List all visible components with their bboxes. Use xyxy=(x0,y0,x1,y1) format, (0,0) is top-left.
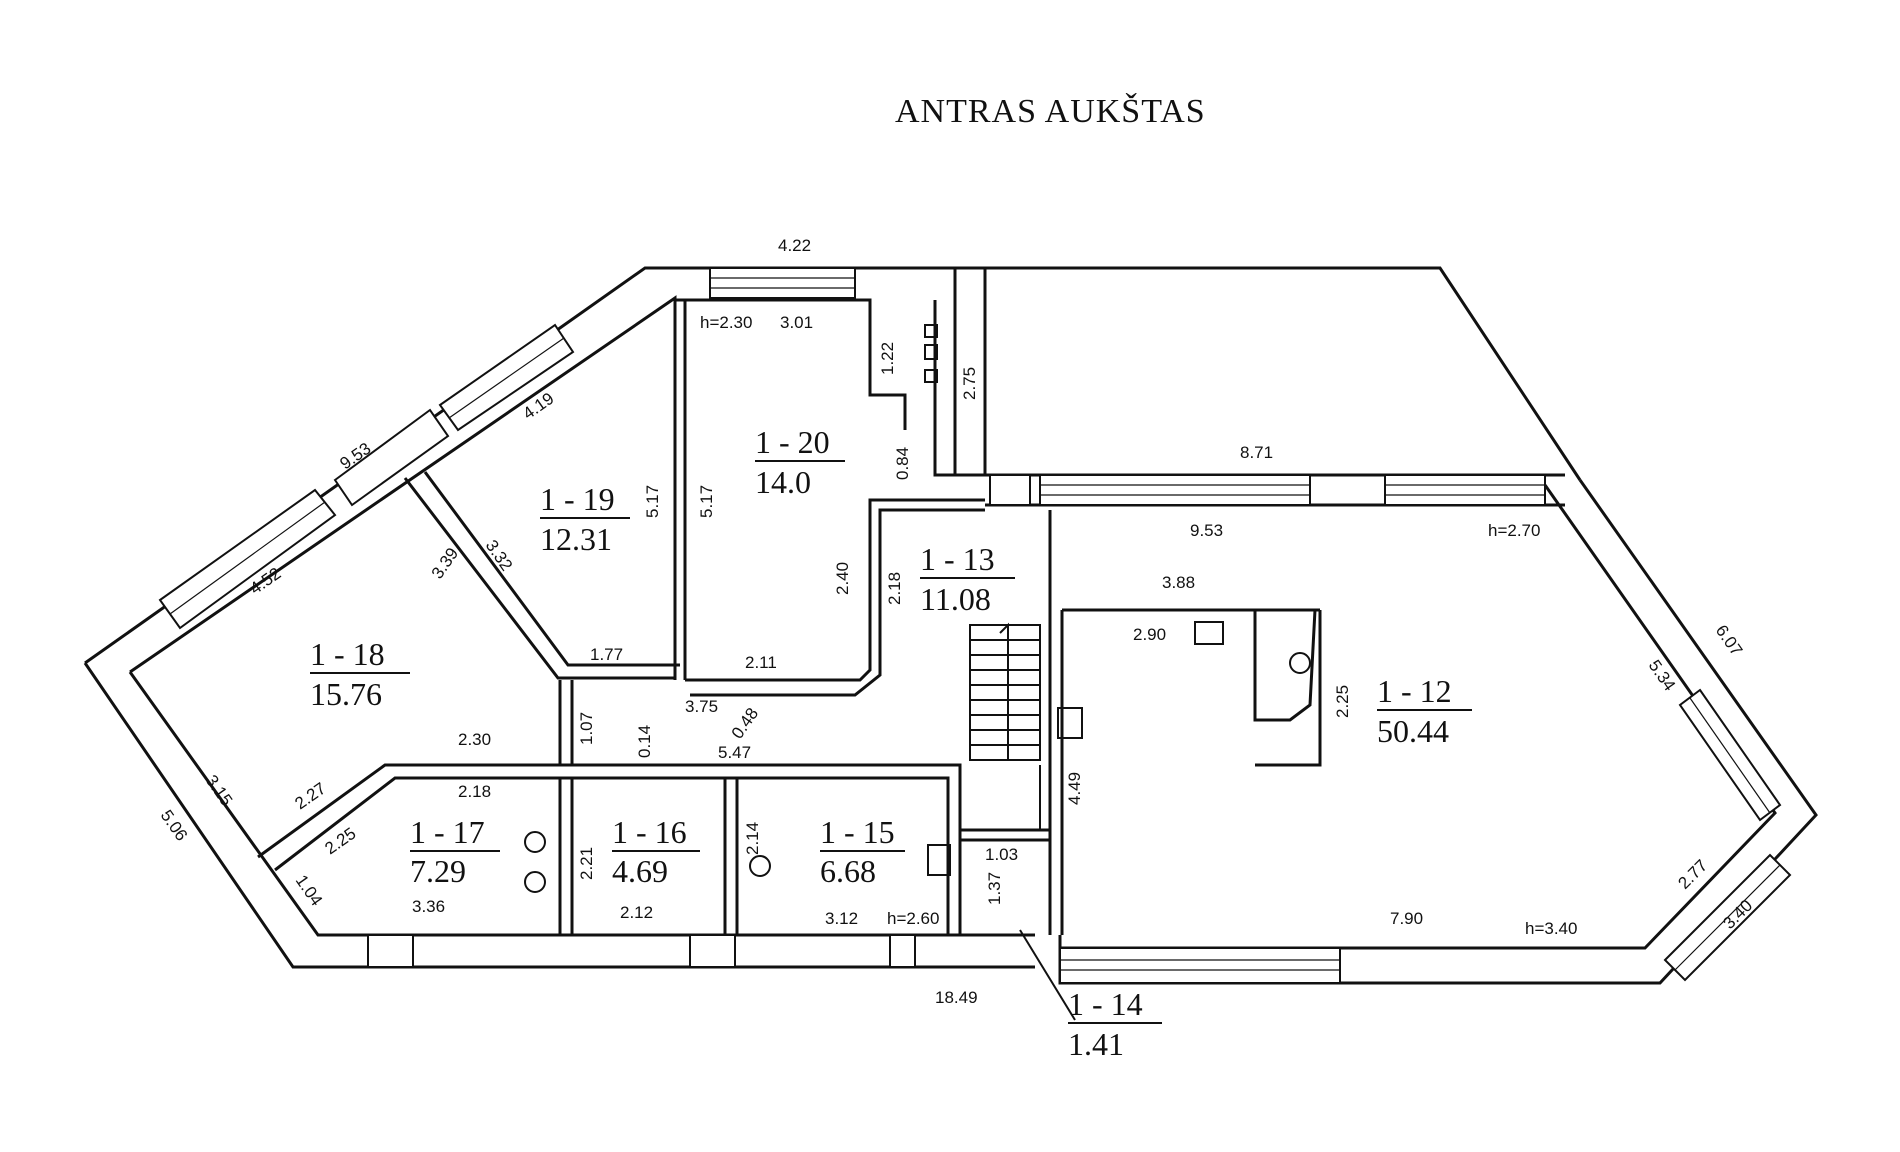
room-area: 4.69 xyxy=(612,853,668,889)
dimension-label: 18.49 xyxy=(935,988,978,1007)
dimension-label: 2.14 xyxy=(743,822,762,855)
dimension-label: 3.01 xyxy=(780,313,813,332)
dimension-labels: 4.22 h=2.30 3.01 1.22 2.75 8.71 9.53 4.1… xyxy=(157,236,1757,1007)
diagonal-windows xyxy=(158,323,1792,982)
dimension-label: 5.17 xyxy=(697,485,716,518)
room-area: 50.44 xyxy=(1377,713,1449,749)
room-id: 1 - 16 xyxy=(612,814,687,850)
dimension-label: 1.77 xyxy=(590,645,623,664)
windows xyxy=(367,267,1546,984)
dimension-label: 0.84 xyxy=(893,447,912,480)
dimension-label: 2.18 xyxy=(885,572,904,605)
dimension-label: 2.11 xyxy=(745,653,777,672)
dimension-label: 0.14 xyxy=(635,725,654,758)
room-area: 7.29 xyxy=(410,853,466,889)
dimension-label: 2.25 xyxy=(1333,685,1352,718)
dimension-label: 3.39 xyxy=(428,544,463,582)
room-id: 1 - 17 xyxy=(410,814,485,850)
dimension-label: 2.21 xyxy=(577,847,596,880)
room-id: 1 - 13 xyxy=(920,541,995,577)
dimension-label: 6.07 xyxy=(1712,621,1747,659)
dimension-label: 4.19 xyxy=(519,389,557,424)
room-id: 1 - 12 xyxy=(1377,673,1452,709)
dimension-label: 2.75 xyxy=(960,367,979,400)
room-area: 15.76 xyxy=(310,676,382,712)
dimension-label: 9.53 xyxy=(1190,521,1223,540)
plan-title: ANTRAS AUKŠTAS xyxy=(895,92,1206,130)
sink-icon xyxy=(927,844,951,876)
room-area: 6.68 xyxy=(820,853,876,889)
room-id: 1 - 19 xyxy=(540,481,615,517)
dimension-label: 8.71 xyxy=(1240,443,1273,462)
dimension-label: 1.22 xyxy=(878,342,897,375)
room-id: 1 - 18 xyxy=(310,636,385,672)
dimension-label: 1.03 xyxy=(985,845,1018,864)
room-area: 12.31 xyxy=(540,521,612,557)
sink-icon xyxy=(1057,707,1083,739)
toilet-icon xyxy=(524,871,546,893)
staircase xyxy=(969,622,1076,1021)
dimension-label: 2.40 xyxy=(833,562,852,595)
dimension-label: 3.36 xyxy=(412,897,445,916)
dimension-label: 5.47 xyxy=(718,743,751,762)
toilet-icon xyxy=(524,831,546,853)
dimension-label: h=2.70 xyxy=(1488,521,1540,540)
dimension-label: 2.90 xyxy=(1133,625,1166,644)
dimension-label: 2.12 xyxy=(620,903,653,922)
dimension-label: 3.12 xyxy=(825,909,858,928)
room-id: 1 - 15 xyxy=(820,814,895,850)
dimension-label: 1.07 xyxy=(577,712,596,745)
fireplace-icon xyxy=(1289,652,1311,674)
dimension-label: 1.37 xyxy=(985,872,1004,905)
dimension-label: 3.75 xyxy=(685,697,718,716)
dimension-label: 5.34 xyxy=(1645,656,1680,694)
room-id: 1 - 20 xyxy=(755,424,830,460)
radiator-icon xyxy=(1194,621,1224,645)
room-id: 1 - 14 xyxy=(1068,986,1143,1022)
dimension-label: 4.22 xyxy=(778,236,811,255)
dimension-label: h=3.40 xyxy=(1525,919,1577,938)
room-area: 1.41 xyxy=(1068,1026,1124,1062)
toilet-icon xyxy=(749,855,771,877)
dimension-label: h=2.60 xyxy=(887,909,939,928)
dimension-label: 2.30 xyxy=(458,730,491,749)
room-area: 11.08 xyxy=(920,581,991,617)
stove-burner-icon xyxy=(924,324,938,338)
dimension-label: h=2.30 xyxy=(700,313,752,332)
room-area: 14.0 xyxy=(755,464,811,500)
fixtures xyxy=(524,324,1311,893)
room-labels: 1 - 12 50.44 1 - 13 11.08 1 - 14 1.41 1 … xyxy=(310,424,1472,1062)
dimension-label: 0.48 xyxy=(728,704,763,742)
dimension-label: 4.49 xyxy=(1065,772,1084,805)
dimension-label: 7.90 xyxy=(1390,909,1423,928)
dimension-label: 2.77 xyxy=(1674,856,1711,893)
stove-burner-icon xyxy=(924,369,938,383)
dimension-label: 3.88 xyxy=(1162,573,1195,592)
stove-burner-icon xyxy=(924,344,938,360)
dimension-label: 5.17 xyxy=(643,485,662,518)
dimension-label: 2.18 xyxy=(458,782,491,801)
